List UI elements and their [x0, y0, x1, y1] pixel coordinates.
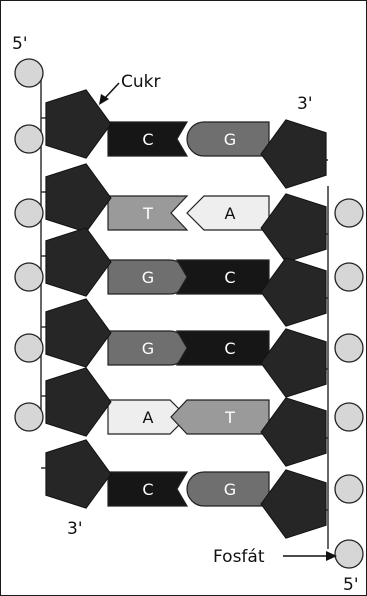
right-base-letter: G — [224, 130, 236, 149]
right-phosphate — [334, 198, 364, 228]
left-strand-3-prime-label: 3' — [67, 519, 83, 539]
right-phosphate — [334, 474, 364, 504]
left-base — [107, 121, 189, 157]
left-base-letter: G — [142, 268, 154, 287]
left-phosphate — [14, 333, 44, 363]
left-phosphate — [14, 58, 44, 88]
right-sugar — [260, 469, 327, 539]
right-sugar — [260, 328, 327, 398]
right-strand-5-prime-label: 5' — [343, 575, 359, 594]
right-sugar — [260, 257, 327, 327]
phosphates — [14, 58, 364, 569]
right-sugar — [260, 193, 327, 263]
right-base — [186, 121, 270, 157]
left-base-letter: C — [142, 130, 153, 149]
right-base — [186, 195, 270, 231]
right-phosphate — [334, 402, 364, 432]
left-base — [107, 471, 189, 507]
left-sugar — [45, 367, 112, 437]
sugar-pointer-arrow — [99, 82, 120, 105]
left-strand-5-prime-label: 5' — [12, 34, 28, 54]
right-base-letter: G — [224, 480, 236, 499]
left-base — [107, 195, 189, 231]
left-base-letter: C — [142, 480, 153, 499]
right-base-letter: A — [225, 204, 236, 223]
sugars — [45, 89, 327, 539]
left-sugar — [45, 227, 112, 297]
left-sugar — [45, 163, 112, 233]
left-sugar — [45, 439, 112, 509]
right-base — [186, 471, 270, 507]
left-phosphate — [14, 198, 44, 228]
right-base — [170, 399, 270, 435]
left-base-letter: T — [142, 204, 153, 223]
left-phosphate — [14, 402, 44, 432]
left-sugar — [45, 298, 112, 368]
right-base-letter: C — [224, 339, 235, 358]
right-base — [175, 330, 270, 366]
left-base-letter: A — [143, 408, 154, 427]
left-base-letter: G — [142, 339, 154, 358]
right-sugar — [260, 397, 327, 467]
right-phosphate — [334, 333, 364, 363]
right-phosphate — [334, 262, 364, 292]
right-base — [175, 259, 270, 295]
sugar-label: Cukr — [121, 72, 160, 92]
left-phosphate — [14, 262, 44, 292]
right-sugar — [260, 119, 327, 189]
left-phosphate — [14, 124, 44, 154]
right-base-letter: T — [224, 408, 235, 427]
right-phosphate — [334, 539, 364, 569]
right-base-letter: C — [224, 268, 235, 287]
left-sugar — [45, 89, 112, 159]
right-strand-3-prime-label: 3' — [297, 94, 313, 114]
phosphate-pointer-arrow — [283, 551, 337, 561]
phosphate-label: Fosfát — [213, 547, 265, 567]
